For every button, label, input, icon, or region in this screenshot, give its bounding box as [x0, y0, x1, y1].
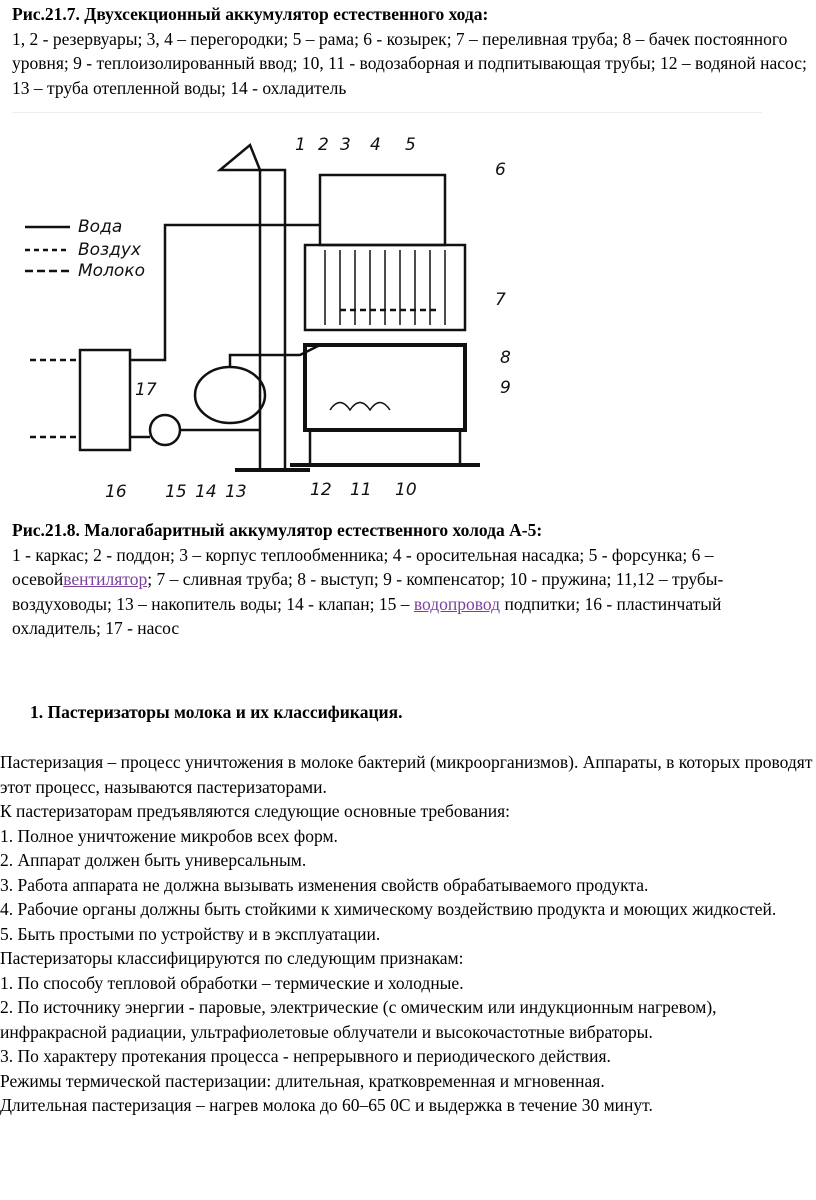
- link-vodoprovod[interactable]: водопровод: [413, 593, 501, 614]
- plate-cooler: [78, 348, 132, 452]
- body-text: Пастеризация – процесс уничтожения в мол…: [0, 750, 816, 1118]
- divider: [12, 112, 762, 113]
- label: 1: [295, 135, 306, 155]
- label: 15: [165, 482, 187, 502]
- caption-title: Рис.21.8. Малогабаритный аккумулятор ест…: [12, 520, 543, 540]
- figure-21-7-caption: Рис.21.7. Двухсекционный аккумулятор ест…: [12, 2, 812, 100]
- paragraph: 5. Быть простыми по устройству и в экспл…: [0, 923, 381, 944]
- label: 7: [495, 290, 506, 310]
- figure-21-8-caption: Рис.21.8. Малогабаритный аккумулятор ест…: [12, 518, 812, 641]
- label: 10: [395, 480, 417, 500]
- label: 13: [225, 482, 247, 502]
- paragraph: 3. По характеру протекания процесса - не…: [0, 1046, 611, 1066]
- caption-text: 1 - каркас; 2 - поддон; 3 – корпус тепло…: [12, 544, 714, 590]
- paragraph: 2. Аппарат должен быть универсальным.: [0, 850, 307, 870]
- legend-label: Воздух: [78, 240, 142, 260]
- paragraph: 1. Полное уничтожение микробов всех форм…: [0, 825, 338, 846]
- caption-text: подпитки; 16 - пластинчатый охладитель; …: [12, 593, 722, 639]
- legend-label: Молоко: [78, 261, 145, 281]
- paragraph: Пастеризаторы классифицируются по следую…: [0, 948, 464, 968]
- column: [258, 168, 287, 472]
- label: 4: [370, 135, 381, 155]
- label: 6: [495, 160, 506, 180]
- caption-text: 1, 2 - резервуары; 3, 4 – перегородки; 5…: [12, 28, 807, 98]
- link-ventilator[interactable]: вентилятор: [63, 569, 148, 589]
- tank: [193, 365, 267, 425]
- label: 12: [310, 480, 332, 500]
- label: 16: [105, 482, 127, 502]
- label: 5: [405, 135, 416, 155]
- legend-label: Вода: [78, 217, 122, 237]
- label: 9: [500, 378, 511, 398]
- paragraph: Длительная пастеризация – нагрев молока …: [0, 1095, 653, 1115]
- paragraph: 3. Работа аппарата не должна вызывать из…: [0, 874, 649, 895]
- section-heading: 1. Пастеризаторы молока и их классификац…: [30, 702, 403, 722]
- paragraph: Режимы термической пастеризации: длитель…: [0, 1070, 605, 1091]
- paragraph: К пастеризаторам предъявляются следующие…: [0, 801, 511, 821]
- label: 17: [135, 380, 157, 400]
- paragraph: 1. По способу тепловой обработки – терми…: [0, 972, 464, 993]
- paragraph: 2. По источнику энергии - паровые, элект…: [0, 997, 717, 1042]
- heat-exchanger: [303, 243, 467, 332]
- label: 11: [350, 480, 372, 500]
- caption-title: Рис.21.7. Двухсекционный аккумулятор ест…: [12, 4, 489, 24]
- caption-text: ; 7 – сливная труба; 8 - выступ; 9 - ком…: [12, 569, 724, 614]
- water-storage: [303, 343, 467, 432]
- paragraph: 4. Рабочие органы должны быть стойкими к…: [0, 899, 777, 919]
- legend: Вода Воздух Молоко: [25, 217, 145, 281]
- label: 3: [340, 135, 351, 155]
- pump: [148, 413, 182, 447]
- paragraph: Пастеризация – процесс уничтожения в мол…: [0, 752, 813, 797]
- label: 2: [318, 135, 329, 155]
- accumulator-diagram: Вода Воздух Молоко 1 2 3 4 5 6 7 8 9 10 …: [25, 135, 511, 502]
- upper-tank: [318, 173, 447, 247]
- label: 8: [500, 348, 511, 368]
- label: 14: [195, 482, 217, 502]
